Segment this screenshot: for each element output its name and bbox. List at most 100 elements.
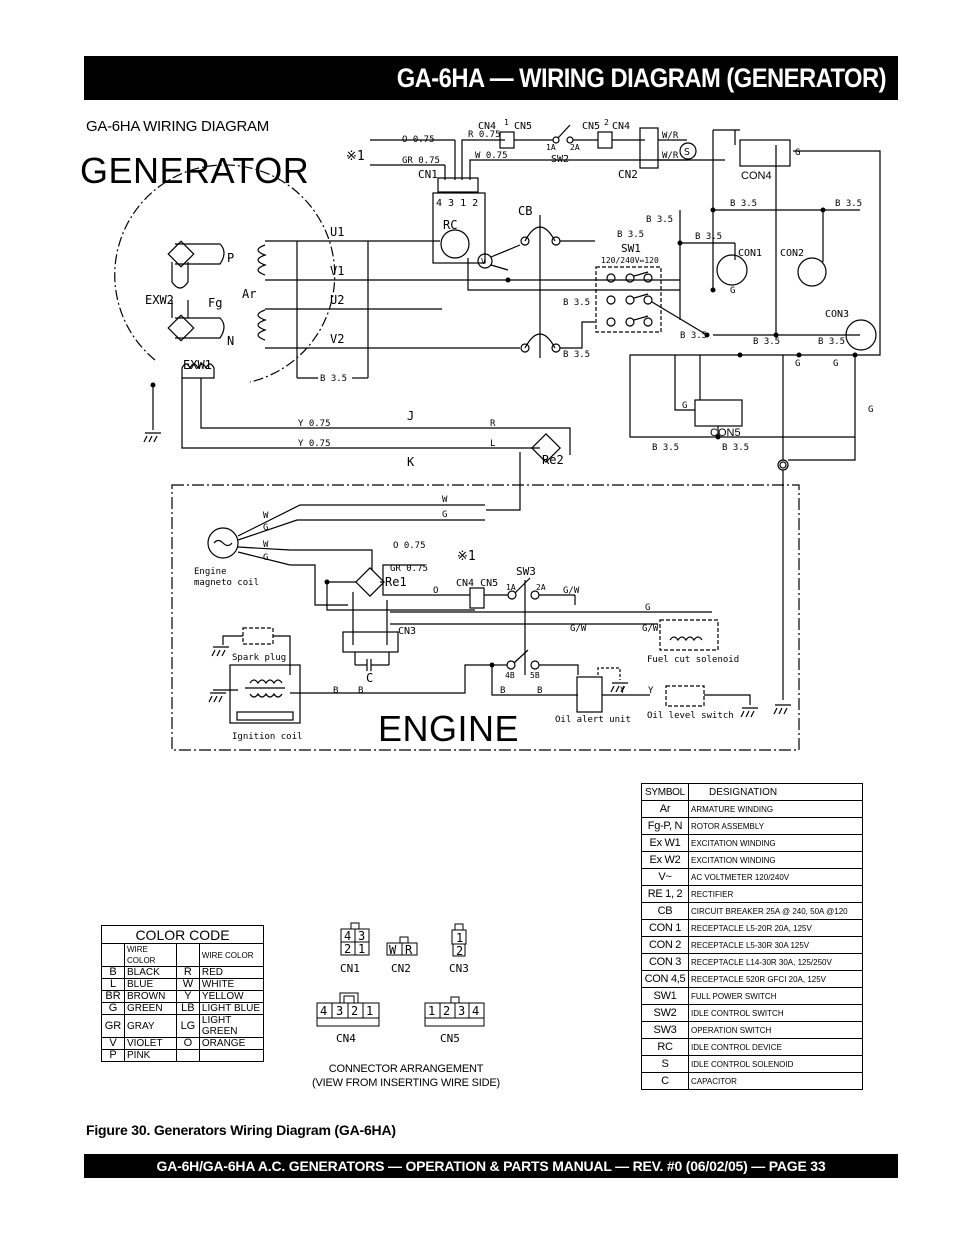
diagram-subtitle: GA-6HA WIRING DIAGRAM (86, 118, 269, 135)
wire-label-b-4: B (537, 686, 542, 696)
wire-label-w-1: W (442, 495, 448, 505)
wire-label-b-2: B (358, 686, 363, 696)
wire-label-b35-3: B 3.5 (730, 199, 757, 209)
symbol-cell: SW2 (641, 1004, 689, 1022)
generator-section-label: GENERATOR (80, 150, 310, 191)
wire-label-o: O (433, 586, 438, 596)
color-code-abbr: O (175, 1037, 200, 1050)
color-code-abbr: LG (175, 1014, 200, 1038)
connector-caption-line1: CONNECTOR ARRANGEMENT (328, 1063, 484, 1075)
wire-label-g-7: G (442, 510, 447, 520)
designation-cell: IDLE CONTROL SOLENOID (688, 1055, 863, 1073)
label-j: J (407, 409, 414, 423)
generator-housing (114, 164, 336, 383)
footer-text: GA-6H/GA-6HA A.C. GENERATORS — OPERATION… (156, 1158, 826, 1174)
wire-label-gw-1: G/W (563, 586, 580, 596)
wire-label-b35-8: B 3.5 (563, 350, 590, 360)
wire-label-b35-2: B 3.5 (646, 215, 673, 225)
wire-label-b35-4: B 3.5 (835, 199, 862, 209)
label-con5: CON5 (710, 427, 741, 439)
symbol-cell: CON 2 (641, 936, 689, 954)
label-cn4-top: CN4 (478, 121, 496, 132)
label-v2: V2 (330, 332, 344, 346)
wire-color-header-1: WIRE COLOR (124, 943, 177, 967)
wire-label-b35-5: B 3.5 (695, 232, 722, 242)
label-note1-eng: ※1 (457, 549, 476, 564)
wire-label-b35-9: B 3.5 (680, 331, 707, 341)
wire-label-gw-2: G/W (570, 624, 587, 634)
label-con1: CON1 (738, 248, 762, 259)
designation-cell: EXCITATION WINDING (688, 851, 863, 869)
symbol-header: SYMBOL (641, 783, 689, 801)
label-rc: RC (443, 218, 457, 232)
label-con3: CON3 (825, 309, 849, 320)
designation-cell: CAPACITOR (688, 1072, 863, 1090)
color-code-name: ORANGE (198, 1037, 265, 1050)
label-sw3-2a: 2A (536, 583, 546, 592)
label-exw2: EXW2 (145, 293, 174, 307)
label-cn3-eng: CN3 (398, 626, 416, 637)
label-oil-level: Oil level switch (647, 711, 734, 721)
label-n: N (227, 334, 234, 348)
color-code-name: WHITE (198, 978, 265, 991)
wire-label-b35-11: B 3.5 (818, 337, 845, 347)
footer-bar: GA-6H/GA-6HA A.C. GENERATORS — OPERATION… (84, 1154, 898, 1178)
label-sw3-1a: 1A (506, 583, 516, 592)
wire-label-b-1: B (333, 686, 338, 696)
color-code-name: BROWN (124, 990, 177, 1003)
symbol-cell: CON 4,5 (641, 970, 689, 988)
color-code-title: COLOR CODE (101, 925, 264, 944)
label-sw3: SW3 (516, 565, 536, 578)
symbol-cell: CON 3 (641, 953, 689, 971)
wire-label-y075-1: Y 0.75 (298, 419, 331, 429)
label-pin2: 2 (604, 118, 609, 127)
color-code-abbr: LB (175, 1002, 200, 1015)
designation-cell: AC VOLTMETER 120/240V (688, 868, 863, 886)
wire-label-o075: O 0.75 (402, 135, 435, 145)
wire-label-gr075-2: GR 0.75 (390, 564, 428, 574)
symbol-cell: RE 1, 2 (641, 885, 689, 903)
label-exw1: EXW1 (183, 358, 212, 372)
color-code-abbr (175, 1049, 200, 1062)
label-cn4-top2: CN4 (612, 121, 630, 132)
symbol-cell: CON 1 (641, 919, 689, 937)
label-cn5-top2: CN5 (582, 121, 600, 132)
color-code-name: GREEN (124, 1002, 177, 1015)
wire-label-g-5: G (868, 405, 873, 415)
wire-label-y-1: Y (620, 686, 626, 696)
label-ignition-coil: Ignition coil (232, 732, 302, 742)
symbol-cell: CB (641, 902, 689, 920)
wire-label-g-4: G (833, 359, 838, 369)
label-v1: V1 (330, 264, 344, 278)
label-p: P (227, 251, 234, 265)
wire-label-g-1: G (730, 286, 735, 296)
color-code-abbr: GR (101, 1014, 125, 1038)
color-code-name: LIGHT GREEN (198, 1014, 265, 1038)
designation-cell: ARMATURE WINDING (688, 800, 863, 818)
color-code-abbr: L (101, 978, 125, 991)
wire-label-b35-13: B 3.5 (722, 443, 749, 453)
label-sw2-1a: 1A (546, 143, 556, 152)
symbol-cell: RC (641, 1038, 689, 1056)
label-rc-pins: 4 3 1 2 (436, 198, 478, 209)
designation-cell: RECTIFIER (688, 885, 863, 903)
symbol-cell: V~ (641, 868, 689, 886)
label-capacitor: C (366, 671, 373, 685)
label-oil-alert: Oil alert unit (555, 715, 631, 725)
color-code-abbr: V (101, 1037, 125, 1050)
